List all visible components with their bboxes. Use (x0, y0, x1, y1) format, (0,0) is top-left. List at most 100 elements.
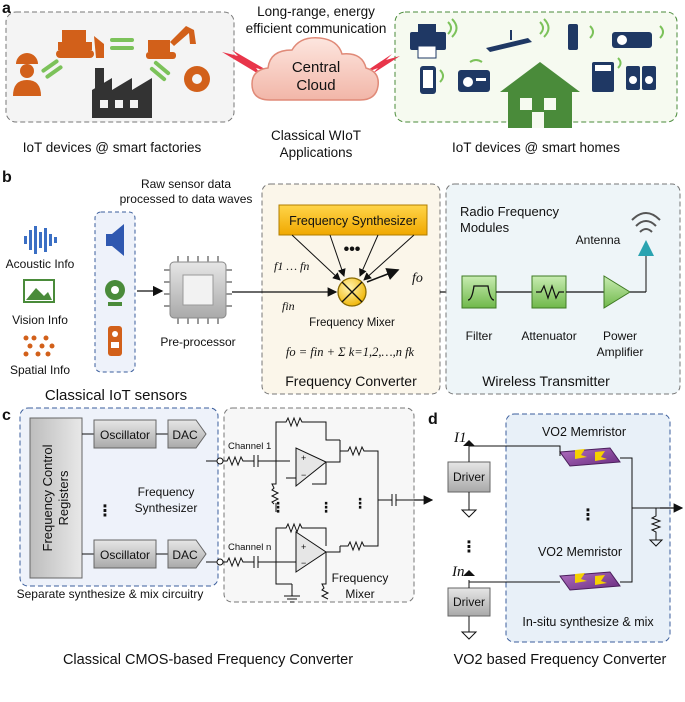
insitu-label: In-situ synthesize & mix (522, 615, 654, 629)
wire-mem1-out (620, 457, 672, 509)
excavator-icon (146, 26, 196, 59)
speaker-icon (626, 66, 656, 90)
frequency-mixer-label: Frequency Mixer (309, 317, 395, 329)
oscillator-2-block (93, 539, 157, 569)
router-icon (486, 30, 532, 52)
registers-label-1: Frequency Control (40, 444, 55, 551)
rf-modules-label-1: Radio Frequency (460, 204, 559, 219)
vision-image-icon (23, 279, 55, 303)
factory-icon (92, 68, 152, 118)
frequency-control-registers-block (29, 417, 83, 579)
frequency-converter-caption: Frequency Converter (285, 373, 417, 389)
mixer-ellipsis-1: ⋮ (271, 499, 285, 515)
comm-label-1: Long-range, energy (257, 4, 375, 19)
dac-2-block (167, 539, 207, 569)
worker-icon (13, 53, 41, 96)
preprocessor-label: Pre-processor (160, 335, 235, 349)
separate-circuitry-label: Separate synthesize & mix circuitry (17, 587, 204, 601)
oscillator-1-block (93, 419, 157, 449)
central-cloud-icon (251, 37, 379, 101)
mixer-ellipsis-3: ⋮ (353, 495, 367, 511)
channel-1-label: Channel 1 (228, 441, 271, 452)
memristor-ellipsis: ⋮ (580, 507, 596, 524)
sensors-caption: Classical IoT sensors (45, 387, 187, 404)
svg-text:−: − (301, 558, 306, 568)
f-in-label: fin (282, 299, 295, 313)
rf-modules-label-2: Modules (460, 220, 510, 235)
mixer-circuit-box (223, 407, 415, 603)
remote-icon (568, 24, 578, 50)
wifi-signal-icons (439, 18, 664, 83)
acoustic-wave-icon (24, 226, 57, 254)
mixer-label-2: Mixer (345, 587, 374, 601)
mixer-schematic: + − + − (206, 416, 422, 603)
arrow-mixer-output (366, 268, 400, 283)
synth-to-mixer-lines (291, 234, 415, 281)
antenna-icon (631, 212, 661, 292)
printer-icon (410, 24, 446, 59)
frequency-synthesizer-label: Frequency Synthesizer (289, 214, 417, 228)
synthesizer-label-2: Synthesizer (135, 501, 198, 515)
panel-a-label: a (2, 0, 11, 17)
wire-driver2-mem2 (468, 581, 560, 588)
panel-d-label: d (428, 411, 438, 428)
panel-c-label: c (2, 407, 11, 424)
filter-label: Filter (466, 329, 493, 343)
comm-label-2: efficient communication (246, 21, 387, 36)
driver-1-icon (447, 440, 491, 518)
dac-2-label: DAC (172, 548, 198, 562)
cloud-label-2: Cloud (296, 77, 335, 94)
driver-2-label: Driver (453, 595, 485, 609)
driver-ellipsis: ⋮ (461, 539, 477, 556)
current-i1-label: I1 (453, 430, 467, 446)
cmos-converter-caption: Classical CMOS-based Frequency Converter (63, 652, 353, 668)
memristor-1-icon (559, 447, 621, 467)
current-in-label: In (451, 564, 465, 580)
memristor-box (505, 413, 671, 643)
radio-icon (458, 70, 490, 92)
panel-b-label: b (2, 169, 12, 186)
svg-text:+: + (301, 542, 306, 552)
camera-sensor-icon (105, 280, 125, 306)
mixer-ellipsis-2: ⋮ (319, 499, 333, 515)
mixer-label-1: Frequency (332, 571, 389, 585)
phone-icon (420, 66, 436, 94)
wire-driver1-mem1 (468, 445, 561, 462)
homes-caption: IoT devices @ smart homes (452, 140, 620, 155)
f-inputs-label: f1 … fn (274, 259, 309, 273)
frequency-mixer-icon (337, 277, 367, 307)
synthesizer-label-1: Frequency (138, 485, 195, 499)
attenuator-block (531, 275, 567, 309)
spatial-label: Spatial Info (10, 363, 70, 377)
attenuator-label: Attenuator (521, 329, 576, 343)
wire-mem2-out (620, 508, 633, 583)
center-caption-2: Applications (280, 145, 353, 160)
frequency-synthesizer-block (278, 204, 428, 236)
power-amplifier-label-2: Amplifier (597, 345, 644, 359)
preprocessor-chip-icon (164, 256, 232, 324)
output-resistor (648, 508, 664, 547)
osc-ellipsis: ⋮ (97, 503, 113, 520)
memristor-1-label: VO2 Memristor (542, 425, 626, 439)
memristor-2-icon (559, 571, 621, 591)
vision-label: Vision Info (12, 313, 68, 327)
memristor-2-label: VO2 Memristor (538, 545, 622, 559)
driver-2-icon (447, 570, 491, 640)
acoustic-label: Acoustic Info (6, 257, 75, 271)
dac-1-label: DAC (172, 428, 198, 442)
cloud-label-1: Central (292, 59, 340, 76)
registers-label-2: Registers (56, 470, 71, 525)
link-icons (41, 38, 171, 82)
synth-ellipsis: ••• (344, 241, 361, 258)
center-caption-1: Classical WIoT (271, 128, 361, 143)
power-amplifier-block (603, 275, 631, 309)
gear-icon (184, 66, 210, 92)
filter-block (461, 275, 497, 309)
lightning-right-icon (362, 54, 400, 74)
vo2-converter-caption: VO2 based Frequency Converter (454, 652, 667, 668)
lightning-left-icon (222, 50, 270, 76)
calculator-icon (592, 62, 614, 92)
raw-label-2: processed to data waves (120, 192, 253, 206)
spatial-dots-icon (23, 335, 55, 357)
